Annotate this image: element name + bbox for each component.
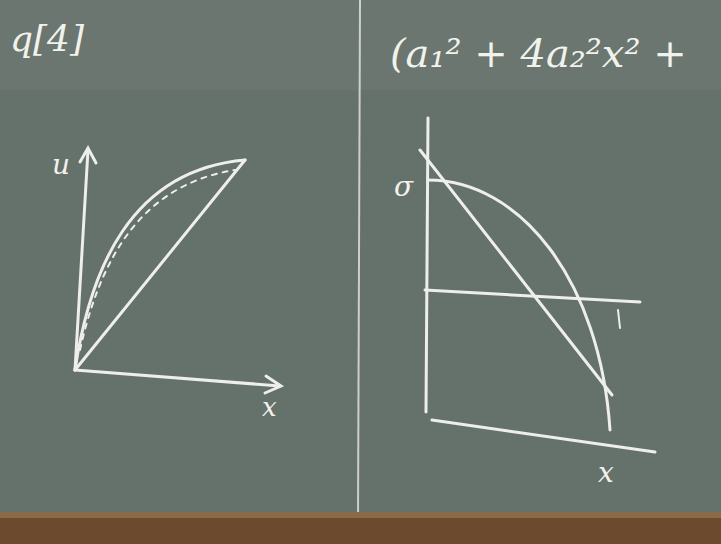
- exact-curve: [75, 160, 245, 370]
- equation-fragment: q[4]: [10, 18, 84, 59]
- x-axis: [75, 370, 280, 386]
- axis-label: x: [262, 392, 277, 422]
- x-axis-arrow: [265, 376, 281, 393]
- constant-line: [425, 290, 640, 302]
- ledge-edge: [0, 512, 721, 518]
- board-ledge: [0, 516, 721, 544]
- u-axis-arrow: [80, 148, 96, 163]
- equation-fragment: (a₁² + 4a₂²x² +: [390, 30, 687, 76]
- axis-label: u: [52, 148, 70, 181]
- board-divider: [358, 0, 360, 520]
- linear-stress-line: [420, 150, 612, 395]
- tick-mark: [618, 310, 620, 328]
- axis-label: x: [598, 456, 614, 489]
- right-plot: [420, 118, 655, 452]
- axis-label: σ: [394, 170, 413, 203]
- linear-line: [75, 160, 245, 370]
- left-plot: [75, 148, 281, 393]
- approx-curve: [80, 170, 235, 350]
- x-axis: [432, 420, 655, 452]
- exact-stress-curve: [428, 180, 610, 430]
